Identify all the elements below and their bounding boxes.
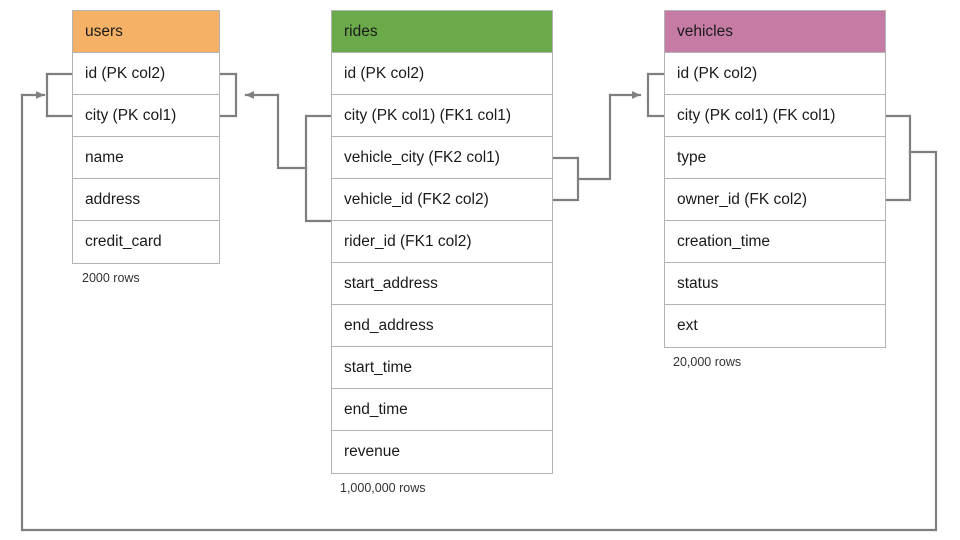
- column-label: owner_id (FK col2): [677, 191, 808, 208]
- column-label: city (PK col1) (FK col1): [677, 107, 836, 124]
- table-rides-column-vehicle-id[interactable]: vehicle_id (FK2 col2): [332, 179, 552, 221]
- column-label: status: [677, 275, 719, 292]
- column-label: id (PK col2): [85, 65, 166, 82]
- table-rides-column-end-address[interactable]: end_address: [332, 305, 552, 347]
- table-vehicles-column-owner-id[interactable]: owner_id (FK col2): [665, 179, 885, 221]
- table-vehicles[interactable]: vehicles id (PK col2) city (PK col1) (FK…: [664, 10, 886, 348]
- table-rides-row-count: 1,000,000 rows: [340, 481, 426, 495]
- table-rides-header: rides: [332, 11, 552, 53]
- column-label: city (PK col1): [85, 107, 177, 124]
- table-users-column-address[interactable]: address: [73, 179, 219, 221]
- edge-users-left-stubs: [45, 72, 74, 118]
- column-label: ext: [677, 317, 698, 334]
- column-label: address: [85, 191, 141, 208]
- table-vehicles-column-city[interactable]: city (PK col1) (FK col1): [665, 95, 885, 137]
- table-rides-column-revenue[interactable]: revenue: [332, 431, 552, 473]
- column-label: end_time: [344, 401, 408, 418]
- table-rides-column-start-time[interactable]: start_time: [332, 347, 552, 389]
- table-rides-column-end-time[interactable]: end_time: [332, 389, 552, 431]
- column-label: id (PK col2): [344, 65, 425, 82]
- table-rides-column-vehicle-city[interactable]: vehicle_city (FK2 col1): [332, 137, 552, 179]
- column-label: start_address: [344, 275, 438, 292]
- edge-rides-fk1-users: [244, 91, 333, 223]
- table-vehicles-row-count: 20,000 rows: [673, 355, 742, 369]
- edge-vehicles-target-bracket: [646, 72, 666, 118]
- table-vehicles-title: vehicles: [677, 23, 733, 40]
- column-label: vehicle_id (FK2 col2): [344, 191, 489, 208]
- table-users-column-city[interactable]: city (PK col1): [73, 95, 219, 137]
- column-label: city (PK col1) (FK1 col1): [344, 107, 512, 124]
- table-users-header: users: [73, 11, 219, 53]
- table-rides[interactable]: rides id (PK col2) city (PK col1) (FK1 c…: [331, 10, 553, 474]
- table-users-row-count: 2000 rows: [82, 271, 140, 285]
- table-vehicles-column-ext[interactable]: ext: [665, 305, 885, 347]
- table-vehicles-column-id[interactable]: id (PK col2): [665, 53, 885, 95]
- table-vehicles-column-type[interactable]: type: [665, 137, 885, 179]
- column-label: creation_time: [677, 233, 771, 250]
- edge-users-target-bracket: [218, 72, 238, 118]
- edge-rides-fk2-vehicles: [551, 91, 642, 202]
- table-users-title: users: [85, 23, 123, 40]
- column-label: type: [677, 149, 707, 166]
- column-label: end_address: [344, 317, 434, 334]
- table-rides-column-city[interactable]: city (PK col1) (FK1 col1): [332, 95, 552, 137]
- table-vehicles-column-status[interactable]: status: [665, 263, 885, 305]
- table-rides-column-start-address[interactable]: start_address: [332, 263, 552, 305]
- table-vehicles-header: vehicles: [665, 11, 885, 53]
- table-users-column-credit-card[interactable]: credit_card: [73, 221, 219, 263]
- table-rides-column-rider-id[interactable]: rider_id (FK1 col2): [332, 221, 552, 263]
- table-rides-title: rides: [344, 23, 378, 40]
- table-rides-column-id[interactable]: id (PK col2): [332, 53, 552, 95]
- column-label: revenue: [344, 443, 401, 460]
- column-label: start_time: [344, 359, 413, 376]
- column-label: credit_card: [85, 233, 162, 250]
- table-users[interactable]: users id (PK col2) city (PK col1) name a…: [72, 10, 220, 264]
- column-label: rider_id (FK1 col2): [344, 233, 472, 250]
- table-vehicles-column-creation-time[interactable]: creation_time: [665, 221, 885, 263]
- column-label: id (PK col2): [677, 65, 758, 82]
- column-label: vehicle_city (FK2 col1): [344, 149, 500, 166]
- table-users-column-name[interactable]: name: [73, 137, 219, 179]
- column-label: name: [85, 149, 124, 166]
- table-users-column-id[interactable]: id (PK col2): [73, 53, 219, 95]
